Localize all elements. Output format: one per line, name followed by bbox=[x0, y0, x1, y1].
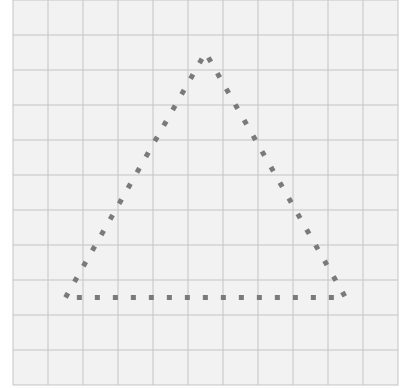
grid-lines bbox=[12, 0, 399, 386]
dotted-triangle bbox=[63, 50, 348, 300]
grid-background bbox=[13, 0, 398, 385]
